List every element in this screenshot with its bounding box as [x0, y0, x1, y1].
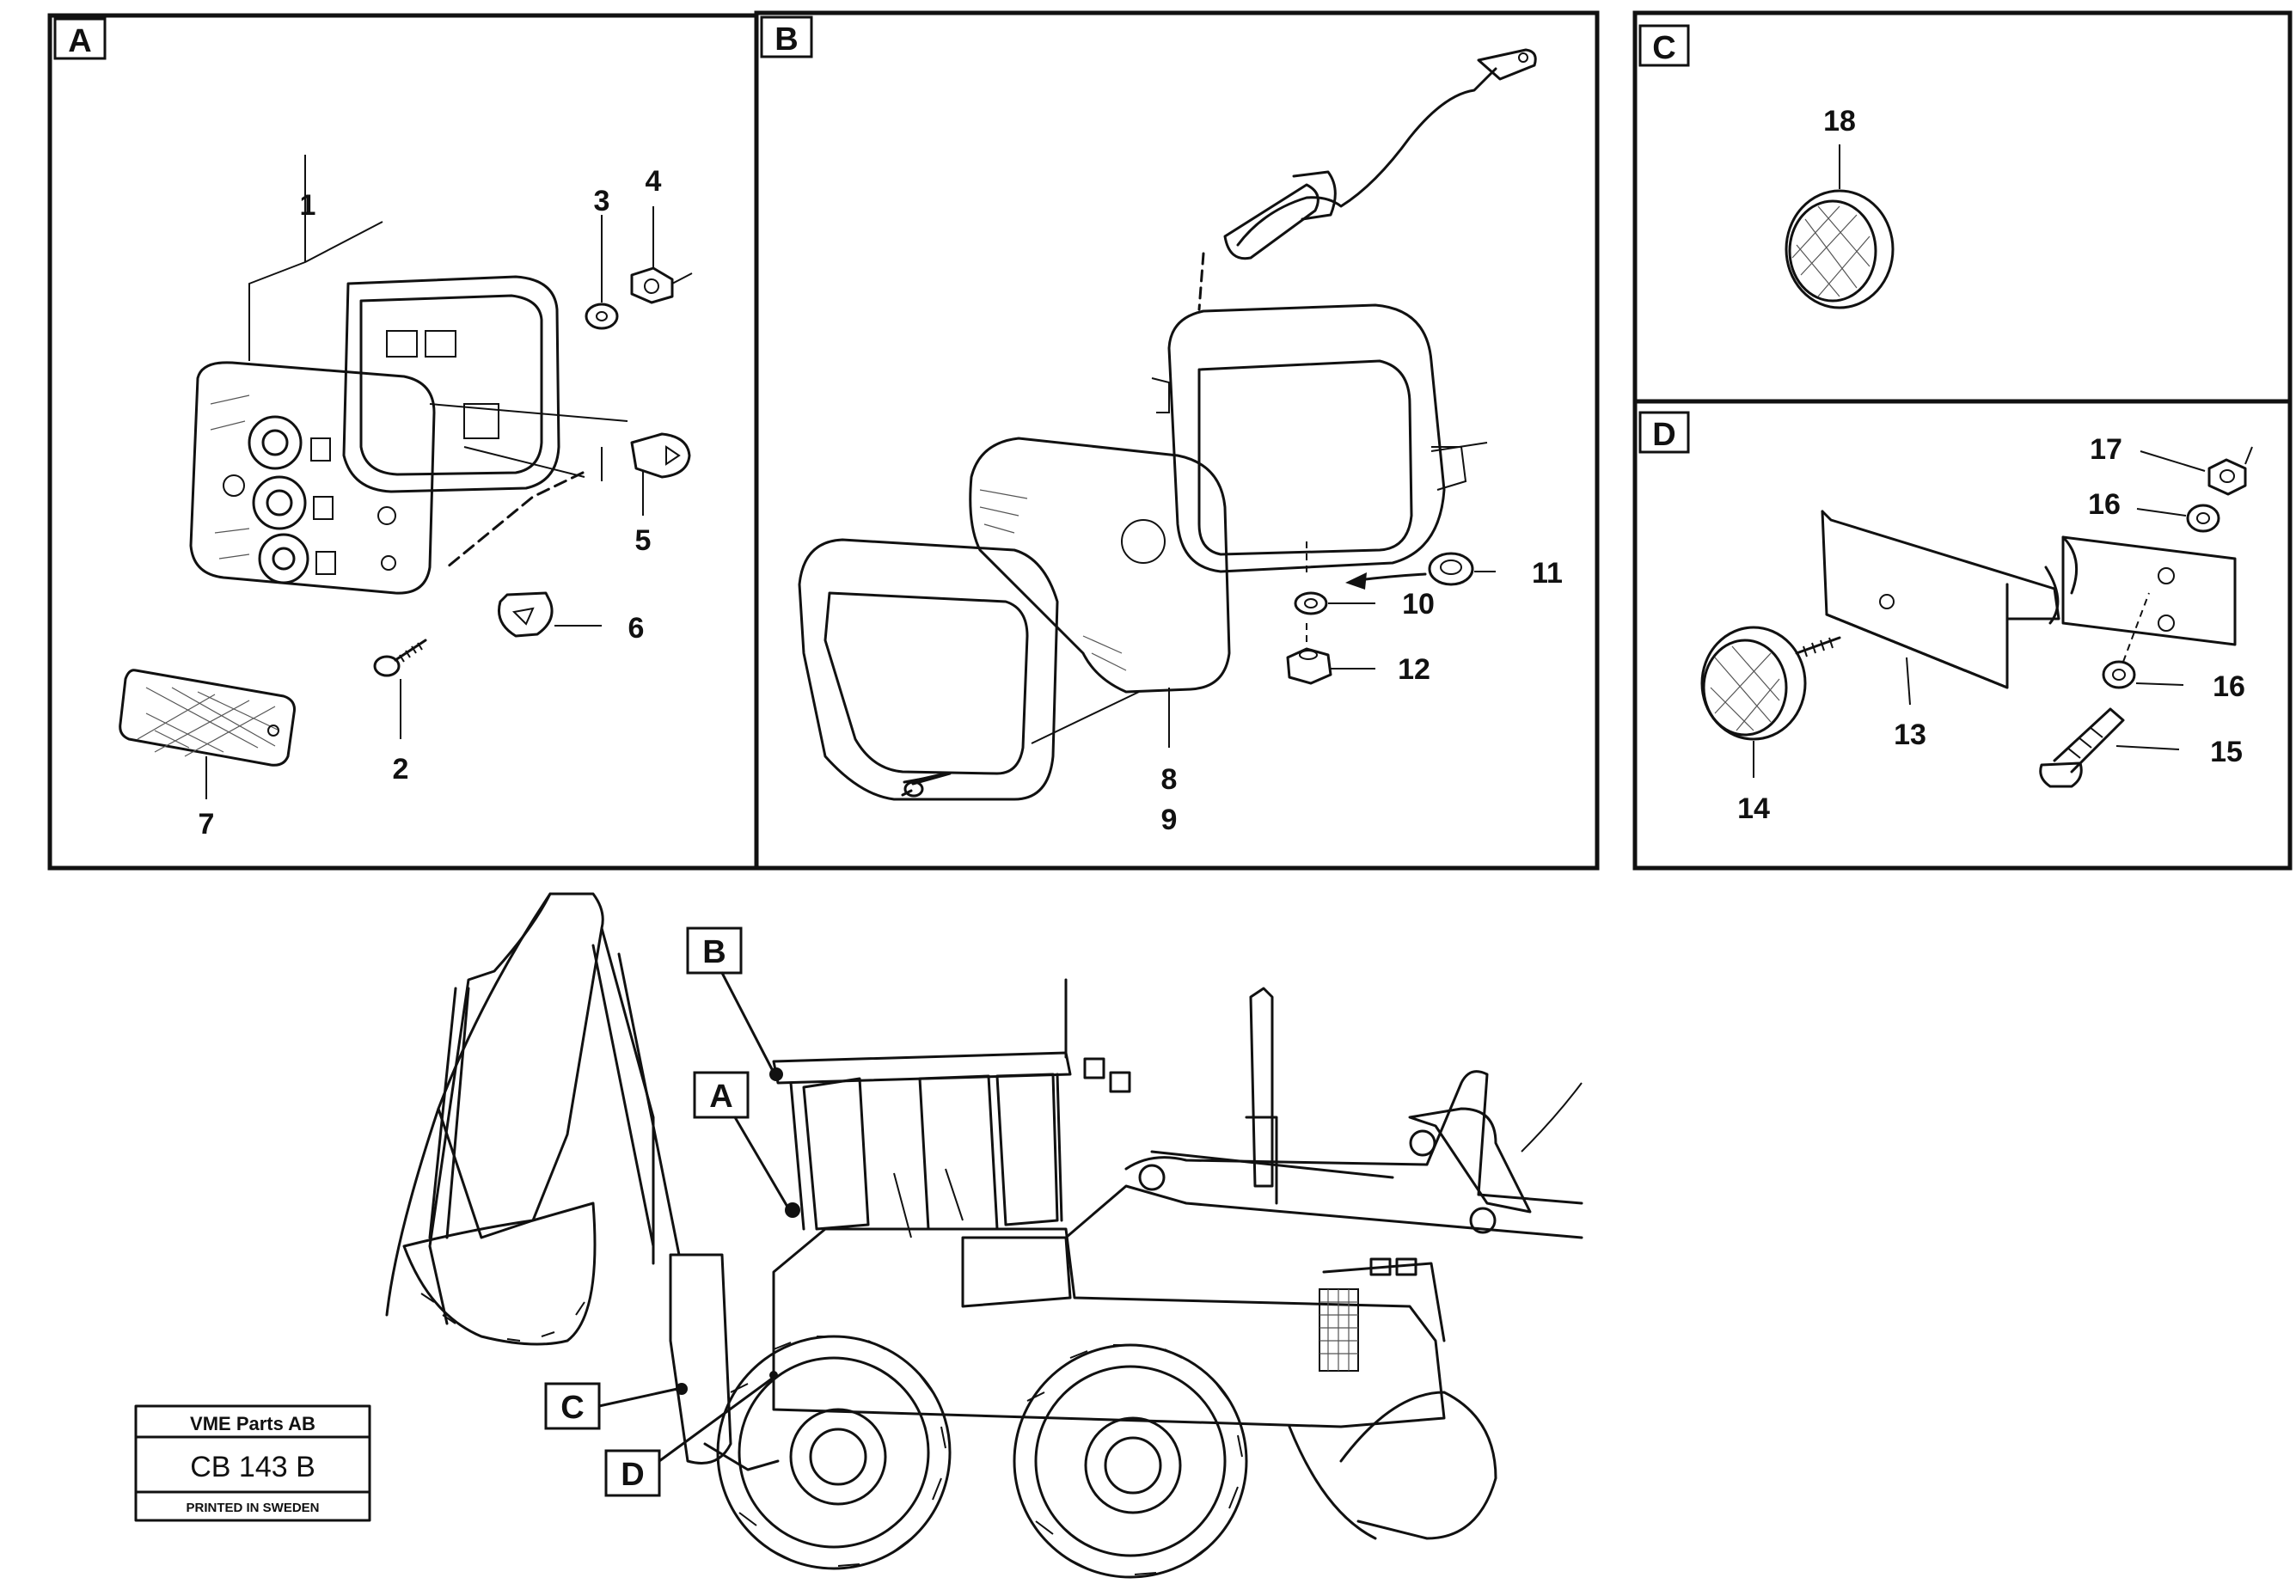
lamp-lens-front [189, 361, 436, 595]
marker-c: C [544, 1382, 679, 1430]
panel-c: C 18 [1632, 10, 2293, 404]
title-block-code: CB 143 B [190, 1451, 315, 1483]
bulb-6 [498, 591, 602, 638]
washer-16-upper [2186, 504, 2220, 533]
bolt-reflector-14 [1700, 626, 1841, 741]
callout-9: 9 [1161, 804, 1178, 836]
svg-text:B: B [702, 934, 726, 970]
nut-17 [2207, 446, 2253, 496]
callout-11: 11 [1532, 557, 1563, 590]
panel-a-label: A [68, 23, 91, 59]
callout-18: 18 [1823, 105, 1856, 138]
washer-10 [1294, 591, 1328, 615]
svg-text:C: C [560, 1390, 584, 1426]
nut-12 [1286, 647, 1332, 685]
bulb-5 [630, 432, 691, 479]
worklight-housing [1151, 303, 1488, 573]
callout-1: 1 [300, 189, 316, 222]
front-wheel [1013, 1343, 1248, 1579]
callout-14: 14 [1737, 792, 1770, 825]
svg-text:A: A [709, 1079, 732, 1115]
panel-d: D 13 14 15 [1632, 399, 2293, 871]
callout-3: 3 [594, 185, 610, 217]
title-block-company: VME Parts AB [190, 1413, 315, 1434]
callout-5: 5 [635, 524, 652, 557]
panel-a: A 1 [47, 13, 759, 871]
svg-text:D: D [621, 1457, 644, 1493]
callout-2: 2 [393, 753, 409, 786]
nut-4 [630, 266, 693, 304]
marker-b: B [686, 926, 774, 1071]
callout-10: 10 [1402, 588, 1435, 621]
callout-12: 12 [1398, 653, 1430, 686]
washer-3 [585, 303, 619, 330]
callout-16-upper: 16 [2088, 488, 2121, 521]
marker-d: D [604, 1377, 774, 1497]
panel-d-label: D [1652, 417, 1675, 453]
callout-7: 7 [199, 808, 215, 841]
callout-6: 6 [628, 612, 645, 645]
lamp-cable [1197, 48, 1537, 311]
callout-15: 15 [2210, 736, 2243, 768]
title-block-printed: PRINTED IN SWEDEN [186, 1501, 319, 1515]
panel-c-label: C [1652, 30, 1675, 66]
round-reflector-18 [1785, 189, 1895, 309]
screw-2 [373, 639, 427, 677]
lamp-frame [798, 538, 1059, 801]
bracket-13 [1821, 510, 2237, 689]
rear-wheel [716, 1335, 952, 1570]
callout-8: 8 [1161, 763, 1178, 796]
worklight-lens [969, 437, 1231, 694]
rubber-bushing-11 [1428, 552, 1474, 586]
title-block: VME Parts AB CB 143 B PRINTED IN SWEDEN [134, 1404, 371, 1522]
screw-15 [2039, 707, 2125, 788]
backhoe-loader-overview: B A C D [385, 892, 1583, 1579]
callout-17: 17 [2090, 433, 2122, 466]
marker-a: A [693, 1071, 789, 1208]
frame-screw [903, 691, 1140, 798]
callout-4: 4 [646, 165, 662, 198]
callout-13: 13 [1894, 719, 1926, 751]
reflector-7 [119, 669, 296, 767]
panel-b: B [754, 10, 1600, 871]
lamp-housing-back [342, 275, 560, 493]
washer-16-lower [2102, 660, 2136, 689]
callout-16-lower: 16 [2213, 670, 2245, 703]
panel-b-label: B [775, 21, 798, 58]
